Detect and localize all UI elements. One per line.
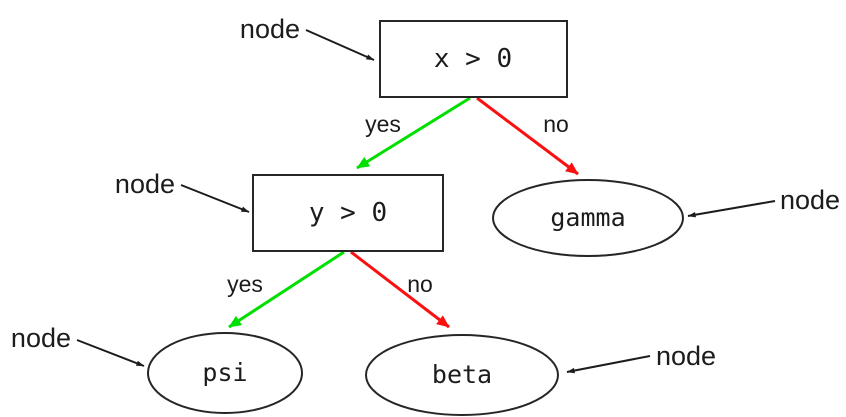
annotation-root-label: node — [240, 14, 300, 44]
edge-inner-no-arrow — [350, 250, 450, 329]
node-beta-ellipse — [365, 334, 559, 416]
node-inner-box — [252, 174, 444, 252]
annotation-beta-label: node — [656, 341, 716, 371]
annotation-psi-arrow — [76, 339, 145, 367]
node-psi-ellipse — [147, 332, 303, 414]
annotation-beta-arrow — [566, 355, 651, 374]
edge-inner-yes-arrow — [228, 250, 345, 329]
node-psi: psi — [147, 332, 303, 414]
node-root-box — [379, 20, 568, 98]
annotation-root: node — [240, 14, 375, 61]
edge-root-yes: yes — [356, 96, 471, 170]
node-root: x > 0 — [379, 20, 568, 98]
node-inner-label: y > 0 — [309, 198, 387, 228]
edge-root-yes-arrow — [356, 96, 471, 170]
node-beta-label: beta — [432, 360, 492, 389]
annotation-gamma: node — [687, 185, 840, 218]
annotation-inner-label: node — [115, 169, 175, 199]
edge-root-no: no — [476, 96, 579, 176]
annotation-psi: node — [11, 323, 145, 367]
node-gamma-ellipse — [492, 179, 684, 257]
edge-label-no: no — [543, 111, 569, 137]
annotation-root-arrow — [305, 29, 375, 61]
node-root-label: x > 0 — [434, 44, 512, 74]
annotation-inner: node — [115, 169, 250, 213]
annotation-beta: node — [566, 341, 716, 374]
annotation-gamma-label: node — [780, 185, 840, 215]
edge-label-yes: yes — [227, 271, 263, 297]
node-gamma: gamma — [492, 179, 684, 257]
edge-root-no-arrow — [476, 96, 579, 176]
edge-label-yes: yes — [365, 111, 401, 137]
annotation-psi-label: node — [11, 323, 71, 353]
annotation-gamma-arrow — [687, 200, 776, 218]
node-inner: y > 0 — [252, 174, 444, 252]
edge-label-no: no — [407, 271, 433, 297]
edge-inner-no: no — [350, 250, 450, 329]
node-psi-label: psi — [202, 358, 247, 387]
node-gamma-label: gamma — [550, 203, 625, 232]
node-beta: beta — [365, 334, 559, 416]
annotation-inner-arrow — [180, 184, 250, 213]
edge-inner-yes: yes — [227, 250, 345, 329]
